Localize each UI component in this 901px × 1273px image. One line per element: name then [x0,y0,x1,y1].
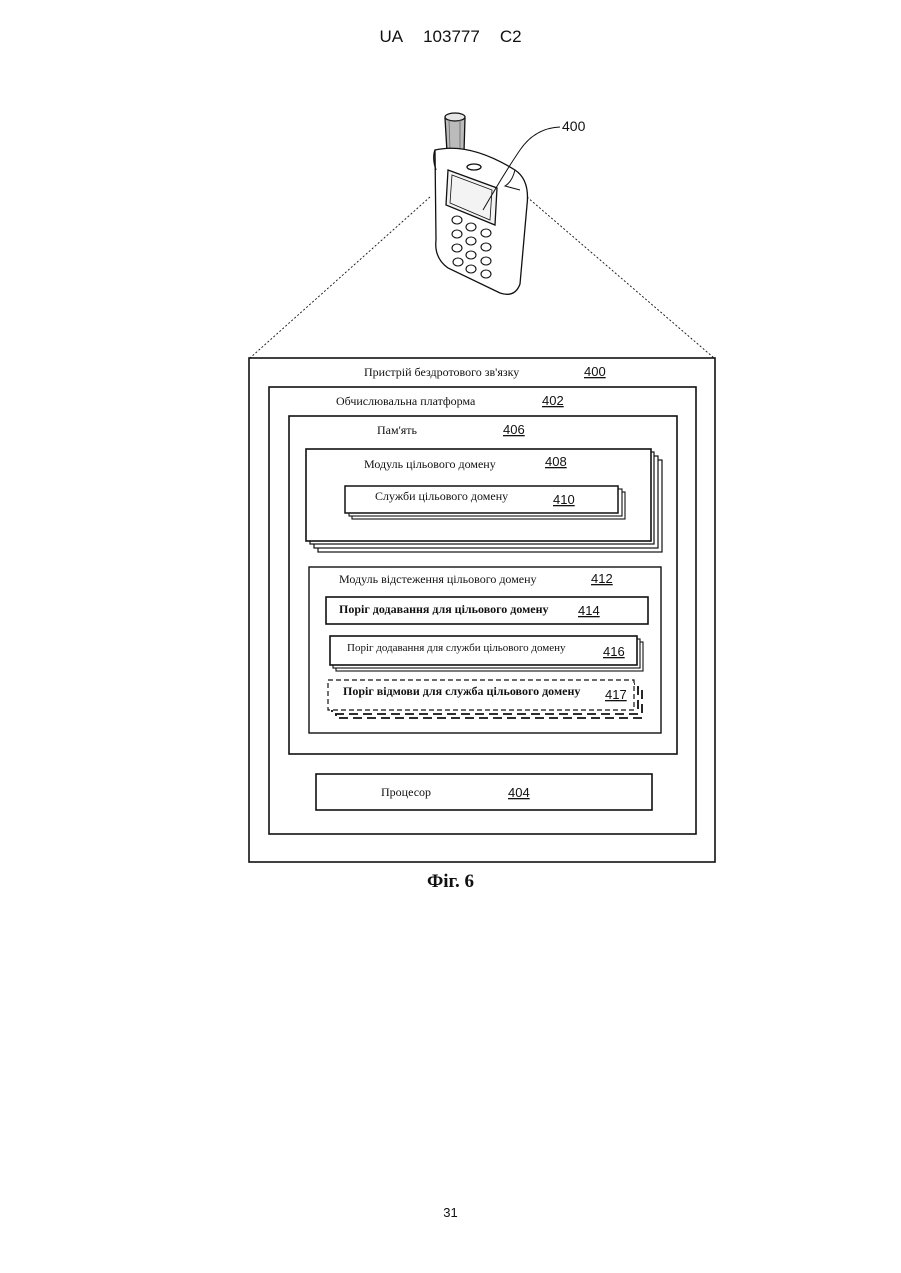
device-ref: 400 [584,364,606,379]
memory-ref: 406 [503,422,525,437]
reject-threshold-service-label: Поріг відмови для служба цільового домен… [343,684,580,698]
device-label: Пристрій бездротового зв'язку [364,365,519,379]
processor-block [316,774,652,810]
domain-services-label: Служби цільового домену [375,489,508,503]
tracking-module-label: Модуль відстеження цільового домену [339,572,537,586]
domain-services-ref: 410 [553,492,575,507]
domain-module-label: Модуль цільового домену [364,457,496,471]
add-threshold-service-label: Поріг додавання для служби цільового дом… [347,642,566,654]
phone-antenna-top [445,113,465,121]
tracking-module-ref: 412 [591,571,613,586]
domain-module-ref: 408 [545,454,567,469]
add-threshold-domain-ref: 414 [578,603,600,618]
projection-line-right [527,197,714,358]
add-threshold-service-ref: 416 [603,644,625,659]
platform-ref: 402 [542,393,564,408]
projection-line-left [250,197,430,358]
figure-caption: Фіг. 6 [0,871,901,893]
page-number: 31 [0,1205,901,1220]
processor-label: Процесор [381,785,431,799]
phone-callout-ref: 400 [562,118,586,134]
processor-ref: 404 [508,785,530,800]
platform-label: Обчислювальна платформа [336,394,476,408]
memory-label: Пам'ять [377,423,418,437]
phone-illustration [434,113,560,294]
reject-threshold-service-ref: 417 [605,687,627,702]
add-threshold-domain-label: Поріг додавання для цільового домену [339,602,549,616]
